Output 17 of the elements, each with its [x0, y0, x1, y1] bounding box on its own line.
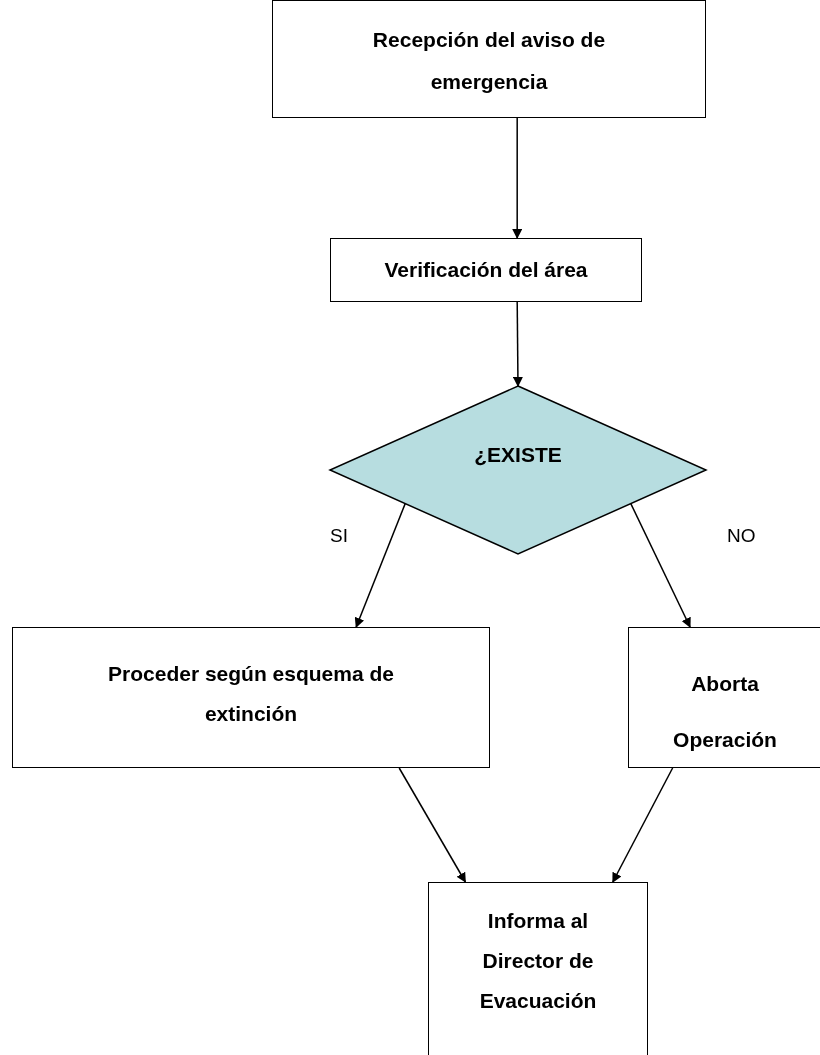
node-text: ¿EXISTE	[473, 442, 563, 468]
node-text: Aborta Operación	[672, 671, 778, 753]
arrow	[630, 502, 691, 628]
node-text: Proceder según esquema de extinción	[107, 661, 395, 727]
process-box	[330, 238, 642, 302]
process-box	[272, 0, 706, 118]
arrow	[512, 117, 523, 239]
node-text: Recepción del aviso de emergencia	[371, 27, 607, 95]
arrow	[398, 767, 467, 883]
arrow	[354, 502, 406, 628]
node-text: Verificación del área	[383, 257, 589, 283]
arrow	[612, 767, 674, 883]
process-box	[628, 627, 820, 768]
arrow	[512, 301, 523, 387]
node-text: Informa al Director de Evacuación	[478, 908, 598, 1014]
process-box	[12, 627, 490, 768]
process-box	[428, 882, 648, 1055]
